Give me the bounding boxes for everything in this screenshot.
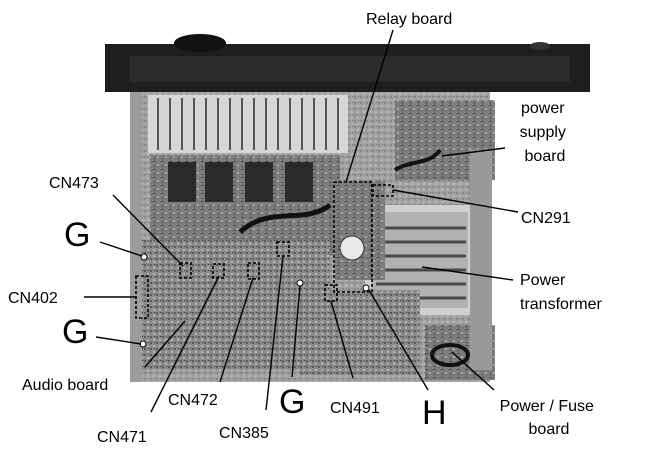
g-center-label: G: [279, 383, 305, 421]
relay-board-label: Relay board: [366, 11, 452, 28]
power-fuse-line-2: board: [529, 421, 570, 438]
power-fuse-board-label: Power / Fuse board: [500, 398, 599, 438]
cn491-label: CN491: [330, 400, 380, 417]
cn472-label: CN472: [168, 392, 218, 409]
cn385-label: CN385: [219, 425, 269, 442]
test-points: [139, 253, 370, 348]
power-transformer-line-1: Power: [520, 272, 566, 289]
g-center-point: [296, 279, 304, 287]
power-fuse-line-1: Power / Fuse: [500, 398, 594, 415]
cn291-label: CN291: [521, 210, 571, 227]
g-upper-point: [140, 253, 148, 261]
g-lower-label: G: [62, 313, 88, 351]
audio-board-label: Audio board: [22, 377, 108, 394]
power-supply-line-1: power: [521, 100, 565, 117]
cn473-label: CN473: [49, 175, 99, 192]
h-point: [362, 284, 370, 292]
power-supply-line-3: board: [525, 148, 566, 165]
labels: Relay board power supply board CN473 CN2…: [8, 11, 602, 446]
power-supply-board-label: power supply board: [520, 100, 571, 165]
cn473-box: [179, 262, 192, 279]
cn471-label: CN471: [97, 429, 147, 446]
cn402-label: CN402: [8, 290, 58, 307]
cn472-box: [247, 262, 260, 280]
relay-board-box: [333, 181, 373, 293]
power-transformer-line-2: transformer: [520, 296, 602, 313]
g-upper-label: G: [64, 216, 90, 254]
cn491-box: [324, 284, 338, 302]
connector-boxes: [135, 181, 394, 319]
h-label: H: [422, 394, 447, 432]
leader-lines: [84, 29, 519, 413]
power-supply-line-2: supply: [520, 124, 566, 141]
power-transformer-label: Power transformer: [520, 272, 602, 313]
